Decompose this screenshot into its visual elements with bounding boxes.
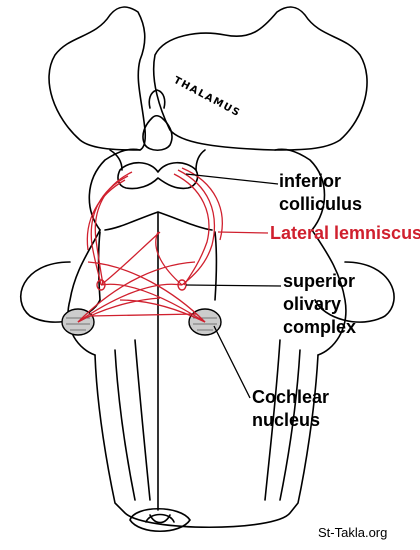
superior-olivary-line-2: olivary bbox=[283, 294, 342, 314]
leader-cochlear-nucleus bbox=[213, 325, 251, 399]
leader-inferior-colliculus bbox=[185, 173, 279, 185]
cochlear-nucleus-line-2: nucleus bbox=[252, 410, 321, 430]
brainstem-outline bbox=[94, 354, 319, 529]
auditory-pathway bbox=[77, 167, 223, 323]
inferior-colliculus-line-1: inferior bbox=[279, 171, 342, 191]
superior-olivary-line-3: complex bbox=[283, 317, 357, 337]
right-peduncle bbox=[314, 261, 395, 323]
superior-olivary-line-1: superior bbox=[283, 271, 356, 291]
leader-superior-olive bbox=[185, 284, 282, 287]
watermark: St-Takla.org bbox=[318, 525, 388, 540]
thalamus-label: THALAMUS bbox=[172, 75, 243, 120]
left-thalamus bbox=[48, 6, 147, 151]
superior-olivary-complex-label: superior olivary complex bbox=[283, 270, 356, 339]
cochlear-nucleus-line-1: Cochlear bbox=[252, 387, 330, 407]
colliculi-outline bbox=[117, 161, 199, 190]
pineal-structure bbox=[142, 114, 173, 152]
right-thalamus bbox=[152, 6, 368, 151]
lateral-lemniscus-label: Lateral lemniscus bbox=[270, 223, 420, 243]
leader-lateral-lemniscus bbox=[217, 231, 269, 234]
inferior-colliculus-line-2: colliculus bbox=[279, 194, 363, 214]
spinal-cord-section bbox=[129, 508, 191, 532]
inferior-colliculus-label: inferior colliculus bbox=[279, 170, 362, 216]
pons-outline bbox=[67, 229, 101, 356]
cochlear-nucleus-label: Cochlear nucleus bbox=[252, 386, 329, 432]
